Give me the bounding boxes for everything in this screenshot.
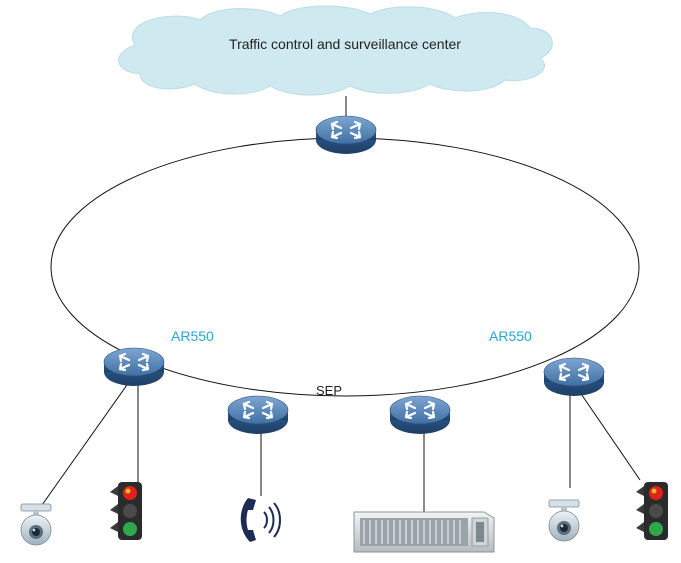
ar550-right-router-icon [542, 356, 606, 398]
mid-right-router-icon [388, 394, 452, 436]
router-label-ar550-left: AR550 [171, 328, 214, 344]
router-label-ar550-right: AR550 [489, 328, 532, 344]
mid-left-router-icon [226, 394, 290, 436]
network-links [41, 96, 641, 513]
core-router-icon [314, 114, 378, 156]
server-rack-icon [353, 511, 495, 553]
traffic-light-icon [636, 482, 668, 540]
camera-icon [548, 499, 580, 542]
ring-protocol-label: SEP [316, 383, 343, 398]
traffic-light-icon [110, 482, 142, 540]
wireless-phone-icon [240, 498, 281, 542]
camera-icon [20, 503, 52, 546]
cloud-label: Traffic control and surveillance center [229, 36, 461, 52]
ar550-left-router-icon [102, 346, 166, 388]
cloud-shape [118, 5, 553, 96]
